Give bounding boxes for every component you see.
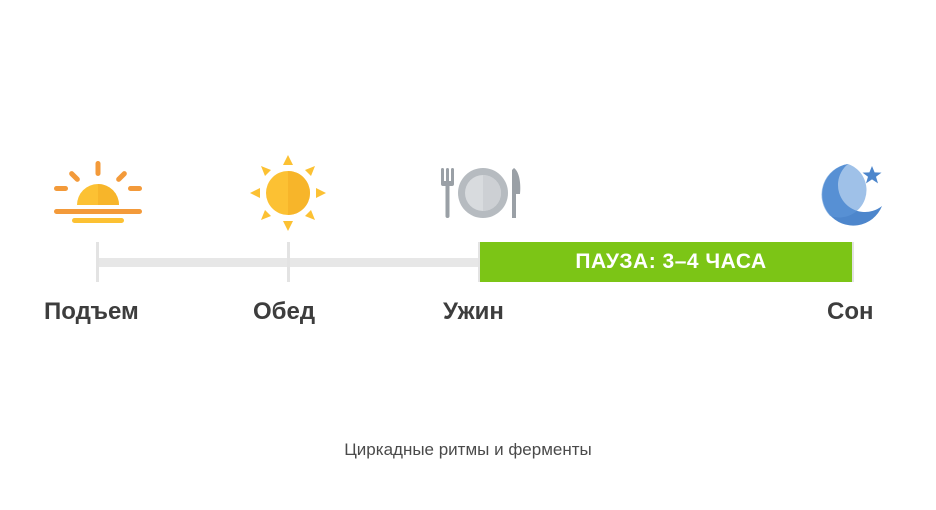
pause-bar: ПАУЗА: 3–4 ЧАСА: [480, 242, 852, 282]
plate-fork-knife-icon: [441, 168, 521, 218]
label-lunch: Обед: [253, 298, 316, 325]
tick-sleep: [851, 242, 854, 282]
tick-dinner: [478, 242, 481, 282]
sunrise-icon: [54, 161, 142, 223]
timeline-track: [97, 258, 483, 267]
sun-icon: [250, 155, 326, 231]
label-dinner: Ужин: [443, 298, 504, 325]
pause-label: ПАУЗА: 3–4 ЧАСА: [575, 250, 767, 273]
tick-lunch: [287, 242, 290, 282]
label-wakeup: Подъем: [44, 298, 139, 325]
label-sleep: Сон: [827, 298, 874, 325]
caption: Циркадные ритмы и ферменты: [344, 440, 592, 459]
moon-star-icon: [821, 164, 882, 226]
tick-wakeup: [96, 242, 99, 282]
